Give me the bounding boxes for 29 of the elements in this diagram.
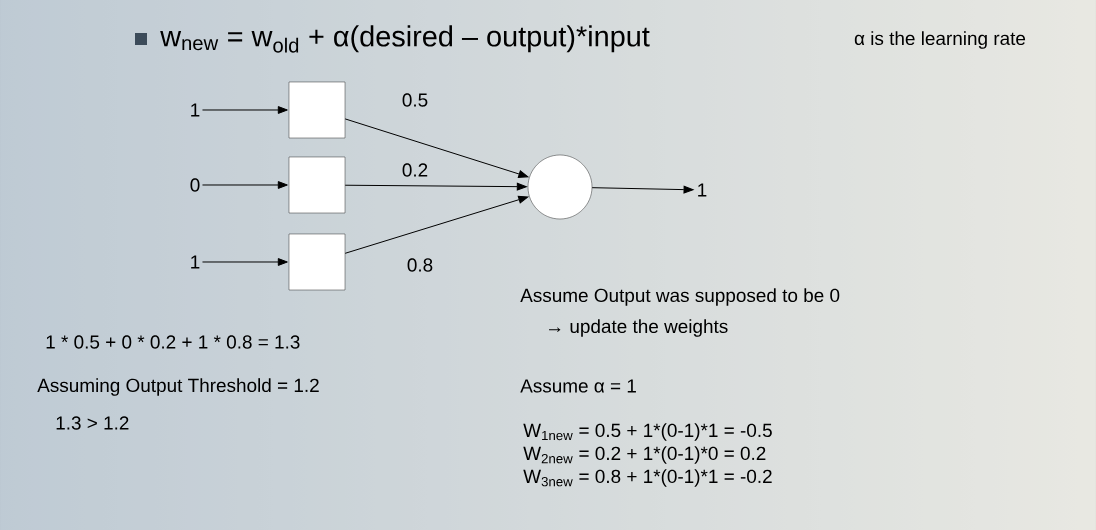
input-box [288, 156, 346, 214]
neuron-circle [527, 154, 593, 220]
note-text: Assuming Output Threshold = 1.2 [37, 378, 319, 396]
arrow [201, 106, 288, 114]
arrow [201, 258, 288, 266]
arrow [344, 195, 529, 254]
input-box [288, 233, 346, 291]
arrow [344, 118, 529, 178]
note-text: W$_{1new}$ = 0.5 + 1*(0-1)*1 = -0.5 [523, 423, 772, 441]
weight-label: 0.8 [407, 258, 433, 272]
note-text: Assume Output was supposed to be 0 [520, 288, 840, 306]
arrow [344, 182, 527, 191]
arrow [201, 181, 288, 189]
note-text: W$_{2new}$ = 0.2 + 1*(0-1)*0 = 0.2 [523, 446, 766, 464]
note-text: Assume α = 1 [520, 379, 636, 393]
input-value: 0 [190, 178, 200, 192]
note-text: W$_{3new}$ = 0.8 + 1*(0-1)*1 = -0.2 [523, 469, 772, 487]
weight-label: 0.2 [402, 163, 428, 177]
arrow [591, 185, 694, 194]
weight-label: 0.5 [402, 93, 428, 107]
note-text: 1 * 0.5 + 0 * 0.2 + 1 * 0.8 = 1.3 [46, 335, 300, 349]
input-value: 1 [191, 103, 200, 117]
input-box [288, 81, 346, 139]
input-value: 1 [698, 183, 707, 197]
note-text: → update the weights [549, 319, 728, 337]
formula-title: w$_{new}$ = w$_{old}$ + α(desired – output)*input [160, 25, 650, 53]
input-value: 1 [191, 255, 200, 269]
note-text: 1.3 > 1.2 [56, 416, 129, 430]
note-text: α is the learning rate [854, 31, 1026, 49]
